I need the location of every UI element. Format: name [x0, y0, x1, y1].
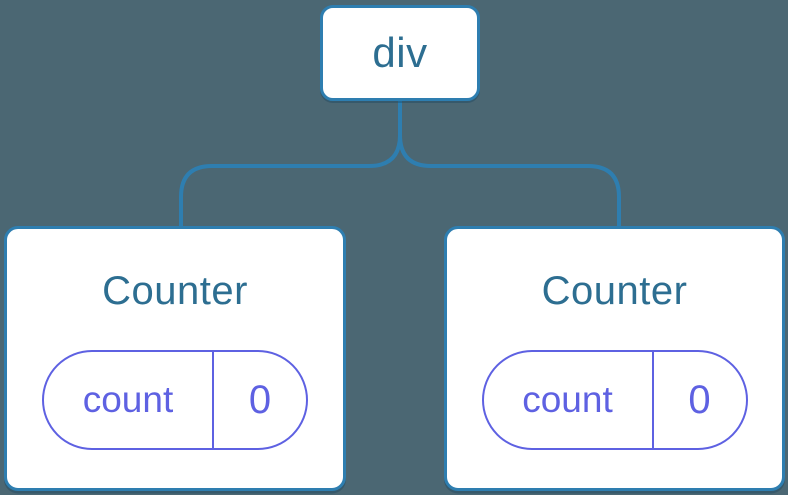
counter-component-card-right: Counter count 0 [444, 226, 785, 491]
component-name-label: Counter [541, 269, 688, 313]
state-pill: count 0 [42, 350, 308, 450]
state-value-label: 0 [688, 377, 711, 422]
tree-node-div: div [320, 5, 480, 101]
state-pill: count 0 [481, 350, 748, 450]
state-key-label: count [44, 352, 214, 448]
component-name-label: Counter [102, 269, 248, 313]
state-value-label: 0 [248, 377, 272, 422]
state-key-label: count [484, 352, 654, 448]
tree-node-div-label: div [372, 29, 428, 76]
counter-component-card-left: Counter count 0 [4, 226, 346, 491]
